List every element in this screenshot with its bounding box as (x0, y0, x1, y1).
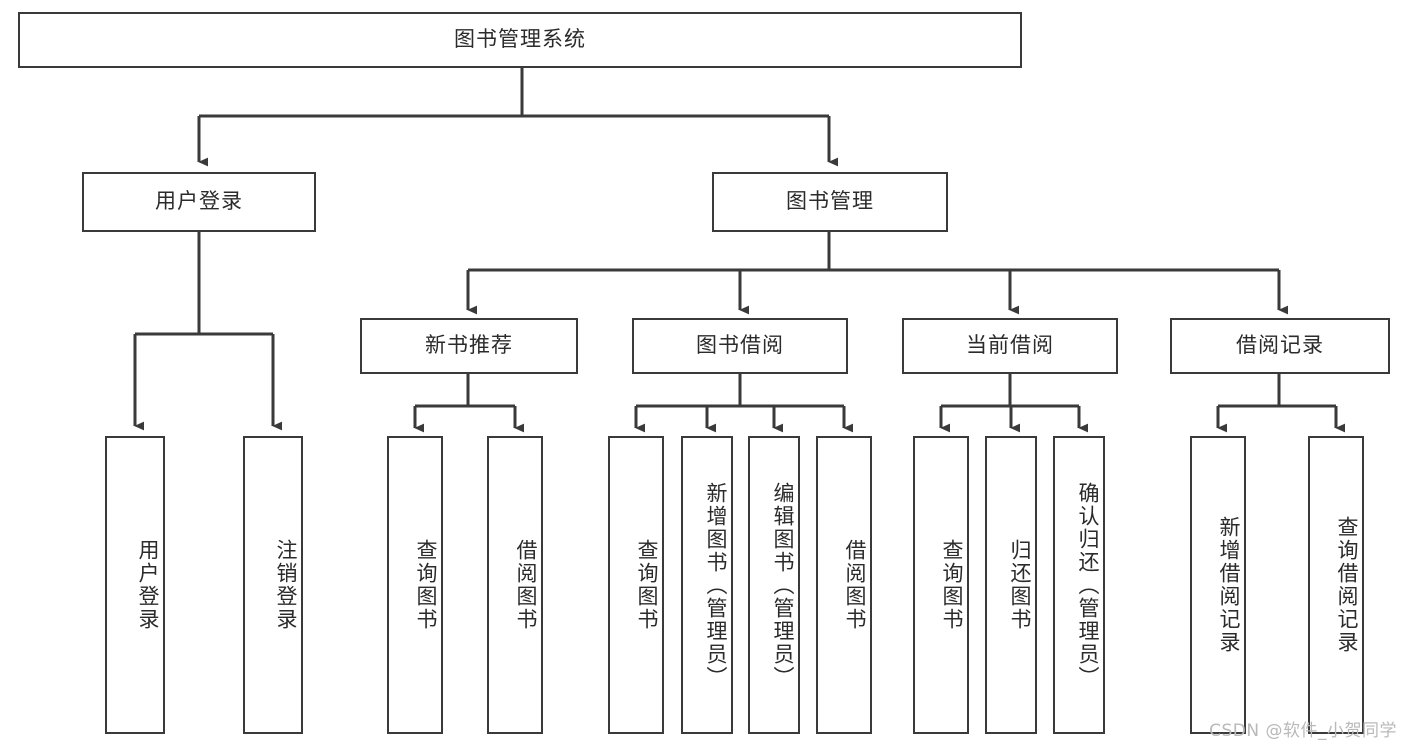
node-root[interactable]: 图书管理系统 (18, 12, 1022, 68)
node-leaf-user-logout[interactable]: 注销登录 (243, 436, 303, 734)
node-leaf-query-borrow-record-label: 查询借阅记录 (1335, 516, 1359, 654)
node-leaf-user-logout-label: 注销登录 (274, 539, 298, 631)
node-leaf-borrow-book-recommend-label: 借阅图书 (514, 539, 538, 631)
node-borrow-record-label: 借阅记录 (1236, 333, 1324, 358)
node-book-management-label: 图书管理 (786, 189, 874, 214)
node-leaf-return-book[interactable]: 归还图书 (985, 436, 1037, 734)
node-user-login-label: 用户登录 (155, 189, 243, 214)
node-leaf-borrow-book[interactable]: 借阅图书 (816, 436, 872, 734)
node-new-book-recommend-label: 新书推荐 (425, 333, 513, 358)
watermark: CSDN @软件_小贺同学 (1209, 721, 1397, 741)
node-leaf-query-book-current[interactable]: 查询图书 (913, 436, 969, 734)
node-leaf-confirm-return-admin[interactable]: 确认归还（管理员） (1053, 436, 1105, 734)
node-leaf-return-book-label: 归还图书 (1008, 539, 1032, 631)
node-leaf-borrow-book-label: 借阅图书 (843, 539, 867, 631)
node-leaf-add-borrow-record-label: 新增借阅记录 (1217, 516, 1241, 654)
node-leaf-add-borrow-record[interactable]: 新增借阅记录 (1190, 436, 1246, 734)
node-leaf-confirm-return-admin-label: 确认归还（管理员） (1076, 481, 1100, 689)
node-leaf-add-book-admin-label: 新增图书（管理员） (704, 481, 728, 689)
node-leaf-borrow-book-recommend[interactable]: 借阅图书 (487, 436, 543, 734)
node-current-borrow-label: 当前借阅 (966, 333, 1054, 358)
node-leaf-query-book-recommend[interactable]: 查询图书 (387, 436, 443, 734)
node-root-label: 图书管理系统 (454, 27, 586, 52)
node-book-borrow-label: 图书借阅 (696, 333, 784, 358)
node-user-login[interactable]: 用户登录 (82, 172, 316, 232)
node-book-borrow[interactable]: 图书借阅 (632, 318, 848, 374)
node-leaf-query-book-current-label: 查询图书 (940, 539, 964, 631)
node-leaf-query-borrow-record[interactable]: 查询借阅记录 (1308, 436, 1364, 734)
node-current-borrow[interactable]: 当前借阅 (902, 318, 1118, 374)
node-leaf-edit-book-admin-label: 编辑图书（管理员） (771, 481, 795, 689)
node-leaf-add-book-admin[interactable]: 新增图书（管理员） (681, 436, 733, 734)
node-leaf-edit-book-admin[interactable]: 编辑图书（管理员） (748, 436, 800, 734)
node-leaf-user-login[interactable]: 用户登录 (105, 436, 165, 734)
node-leaf-user-login-label: 用户登录 (136, 539, 160, 631)
node-leaf-query-book-recommend-label: 查询图书 (414, 539, 438, 631)
node-leaf-query-book-borrow-label: 查询图书 (635, 539, 659, 631)
node-book-management[interactable]: 图书管理 (712, 172, 948, 232)
node-new-book-recommend[interactable]: 新书推荐 (360, 318, 578, 374)
node-borrow-record[interactable]: 借阅记录 (1170, 318, 1390, 374)
node-leaf-query-book-borrow[interactable]: 查询图书 (608, 436, 664, 734)
